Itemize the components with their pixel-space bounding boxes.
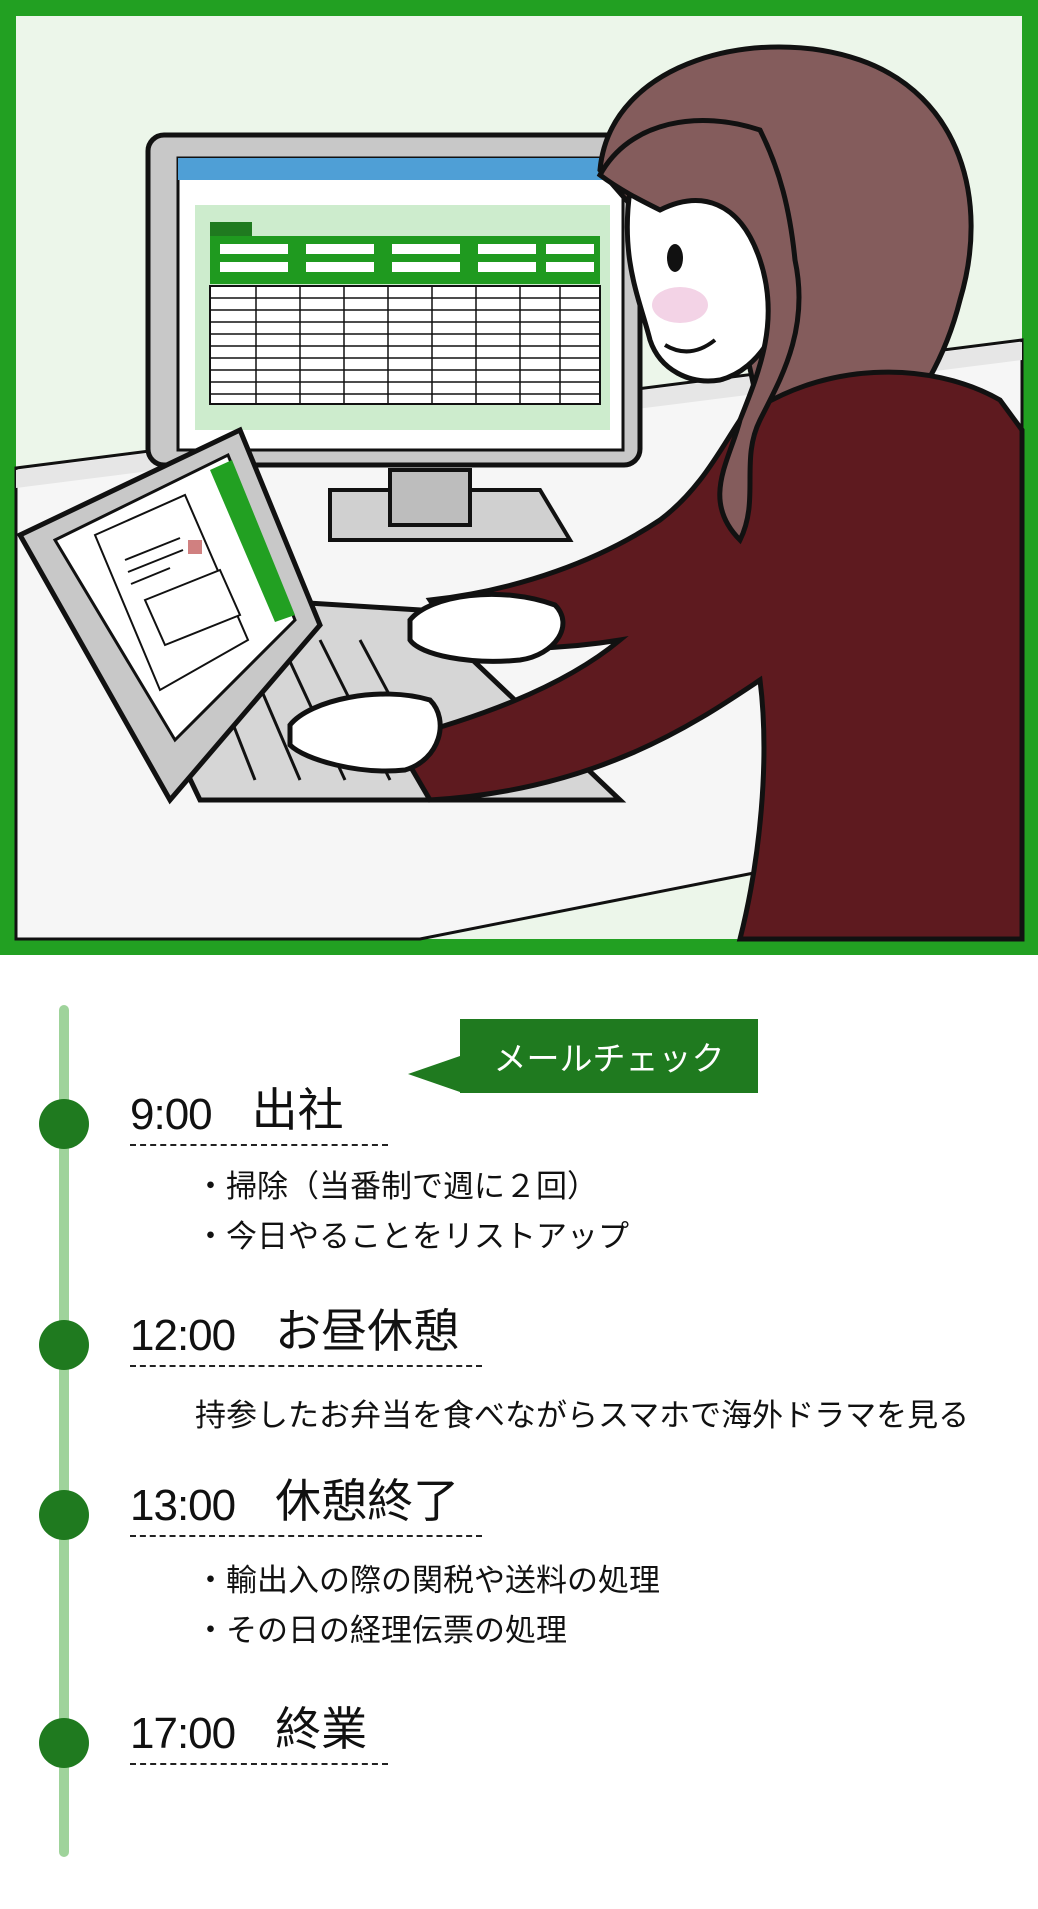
schedule-time: 9:00 — [130, 1090, 213, 1139]
timeline-line — [59, 1005, 69, 1857]
schedule-title: お昼休憩 — [275, 1304, 460, 1358]
schedule-heading: 13:00 休憩終了 — [130, 1474, 482, 1537]
schedule-title: 終業 — [275, 1702, 368, 1756]
timeline-dot — [39, 1718, 89, 1768]
list-item: 輸出入の際の関税や送料の処理 — [195, 1556, 660, 1606]
schedule-time: 12:00 — [130, 1311, 236, 1360]
list-item: 掃除（当番制で週に２回） — [195, 1162, 629, 1212]
list-item: その日の経理伝票の処理 — [195, 1606, 660, 1656]
schedule-title: 出社 — [251, 1083, 344, 1137]
list-item: 今日やることをリストアップ — [195, 1212, 629, 1262]
schedule-time: 17:00 — [130, 1709, 236, 1758]
schedule-heading: 9:00 出社 — [130, 1083, 388, 1146]
schedule-heading: 17:00 終業 — [130, 1702, 388, 1765]
office-worker-illustration — [0, 0, 1038, 955]
timeline-dot — [39, 1490, 89, 1540]
timeline-dot — [39, 1320, 89, 1370]
schedule-items: 輸出入の際の関税や送料の処理 その日の経理伝票の処理 — [195, 1556, 660, 1656]
schedule-items: 掃除（当番制で週に２回） 今日やることをリストアップ — [195, 1162, 629, 1262]
schedule-note: 持参したお弁当を食べながらスマホで海外ドラマを見る — [195, 1398, 970, 1434]
callout-tail — [408, 1056, 460, 1092]
mail-check-callout: メールチェック — [460, 1019, 758, 1093]
schedule-title: 休憩終了 — [275, 1474, 460, 1528]
timeline-dot — [39, 1099, 89, 1149]
schedule-time: 13:00 — [130, 1481, 236, 1530]
schedule-heading: 12:00 お昼休憩 — [130, 1304, 482, 1367]
